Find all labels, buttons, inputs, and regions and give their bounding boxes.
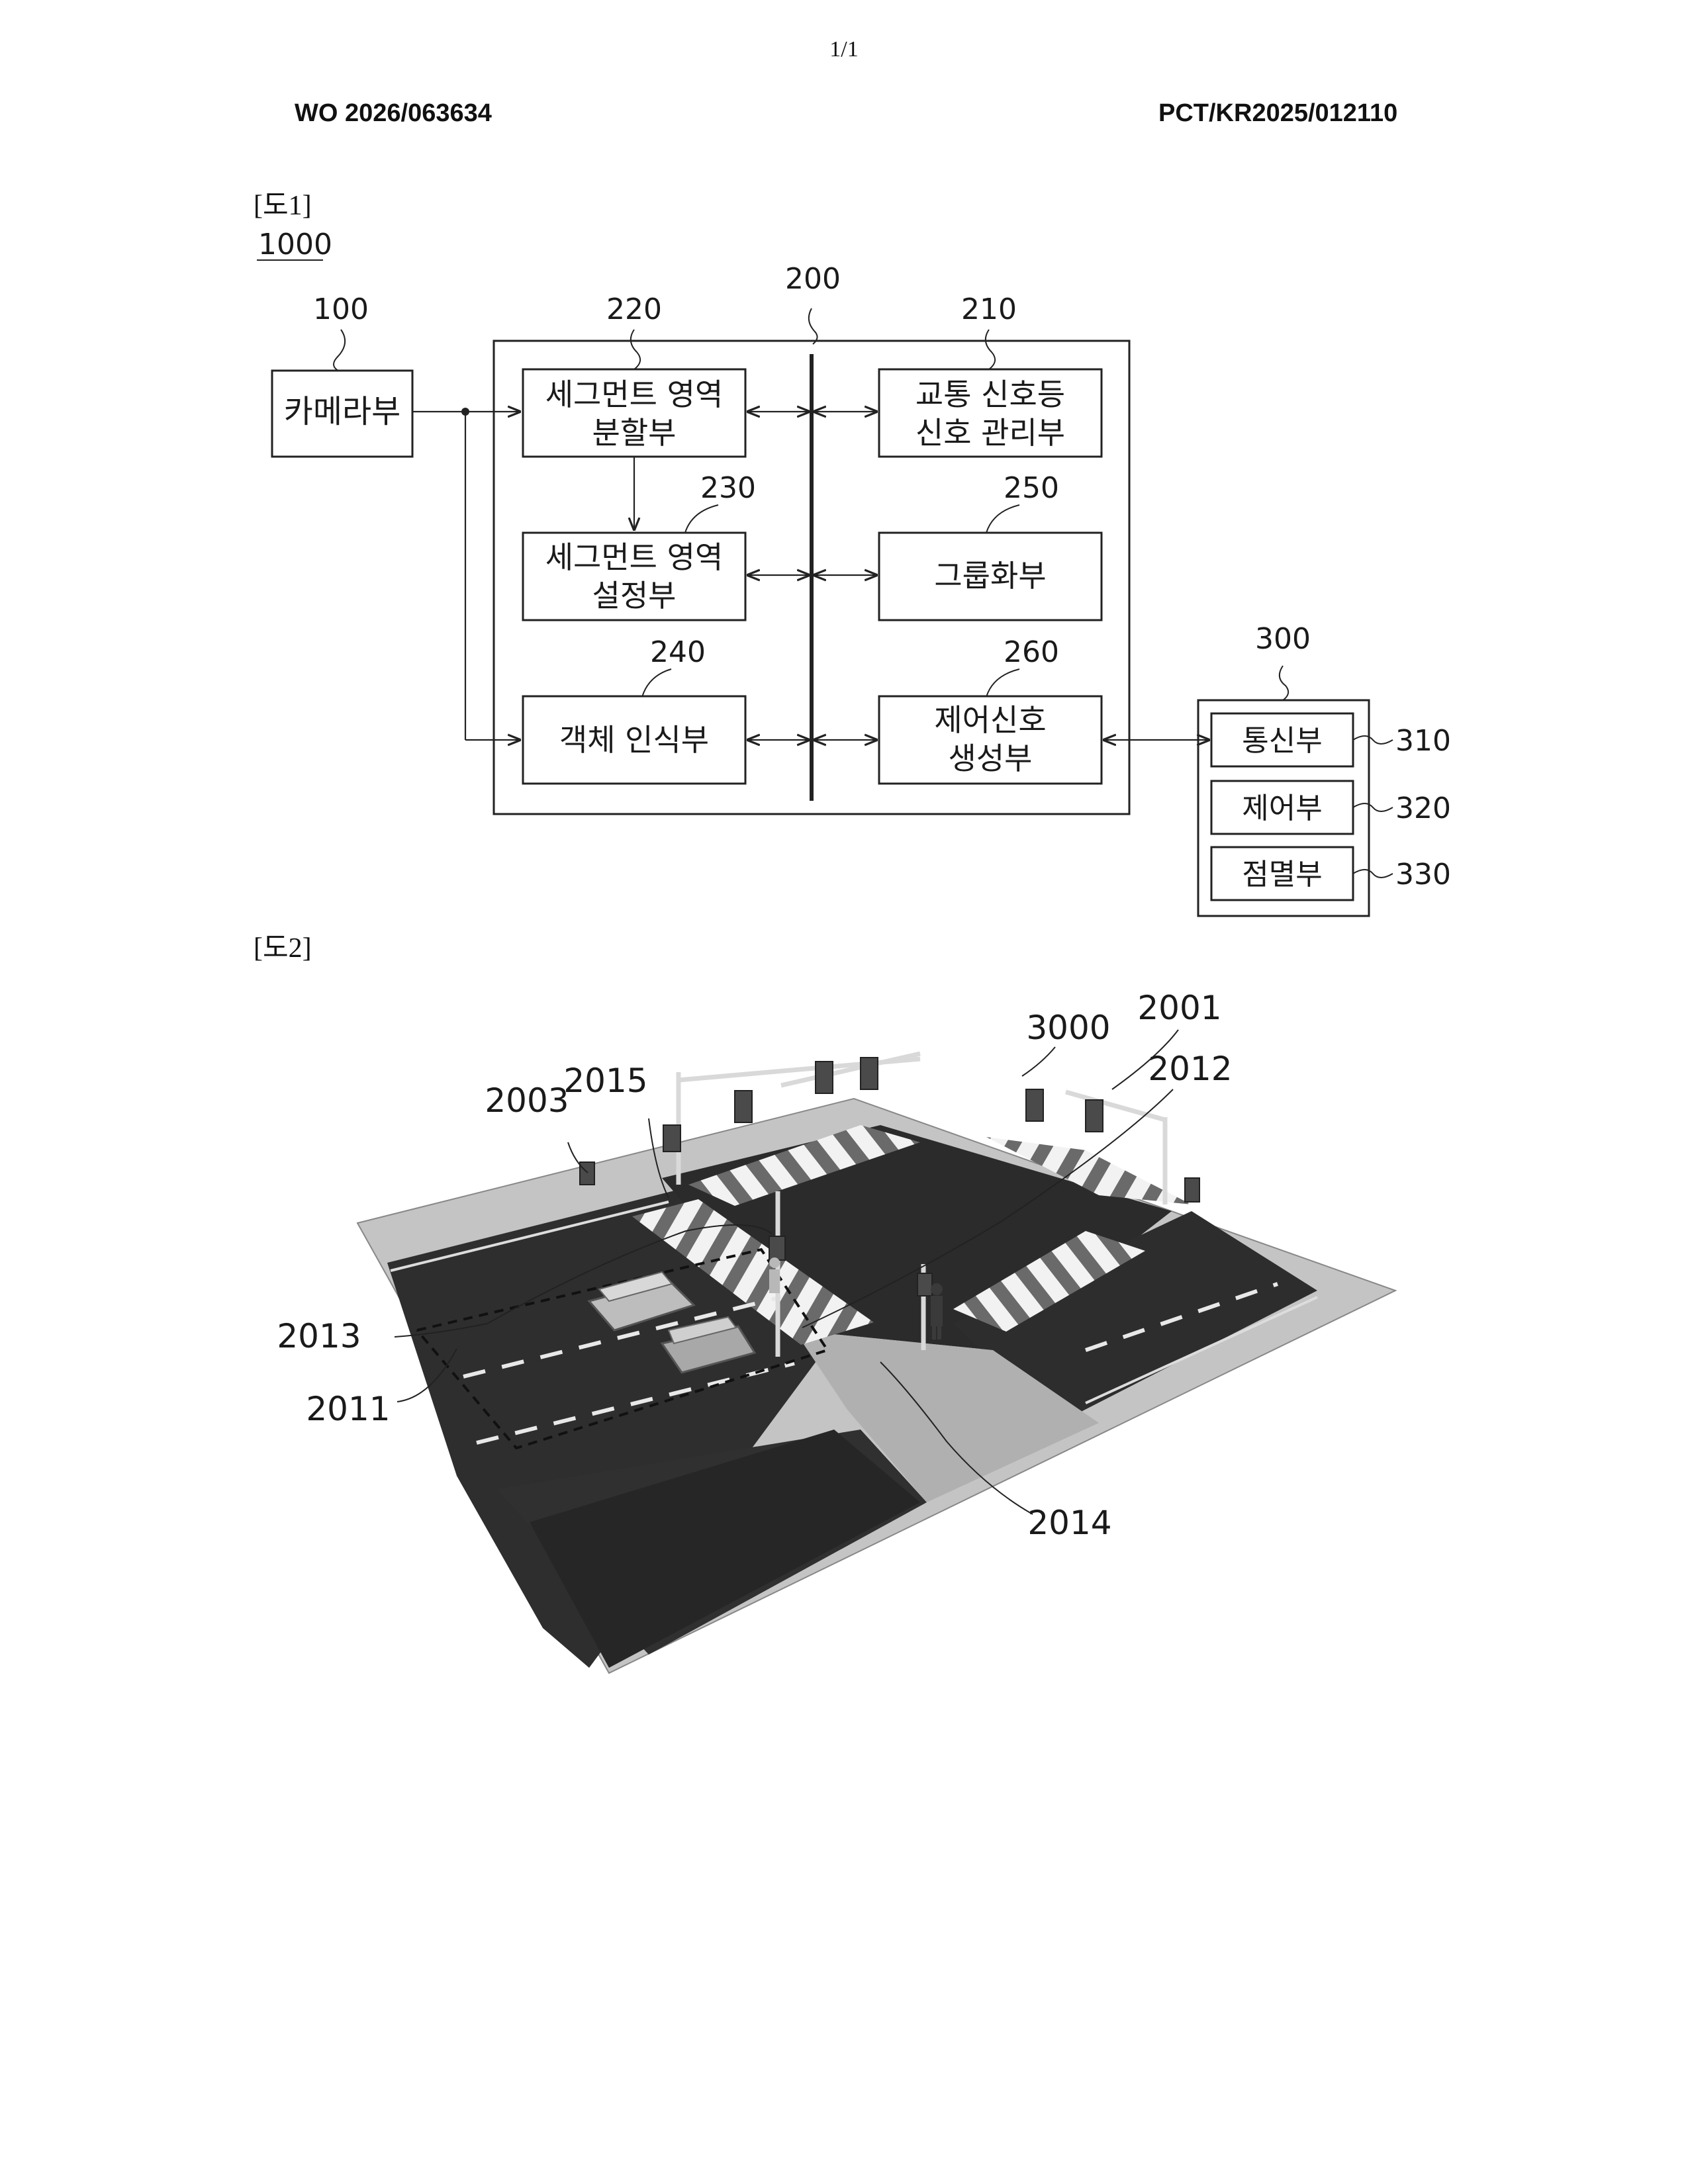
ref-2014: 2014: [1027, 1504, 1111, 1542]
ref-2012: 2012: [1148, 1050, 1232, 1088]
ref-2013: 2013: [277, 1317, 361, 1355]
ref-2001: 2001: [1137, 989, 1221, 1027]
ref-2003: 2003: [485, 1081, 569, 1120]
ref-2015: 2015: [563, 1062, 647, 1100]
ref-2011: 2011: [306, 1390, 390, 1428]
ref-3000: 3000: [1026, 1009, 1110, 1047]
